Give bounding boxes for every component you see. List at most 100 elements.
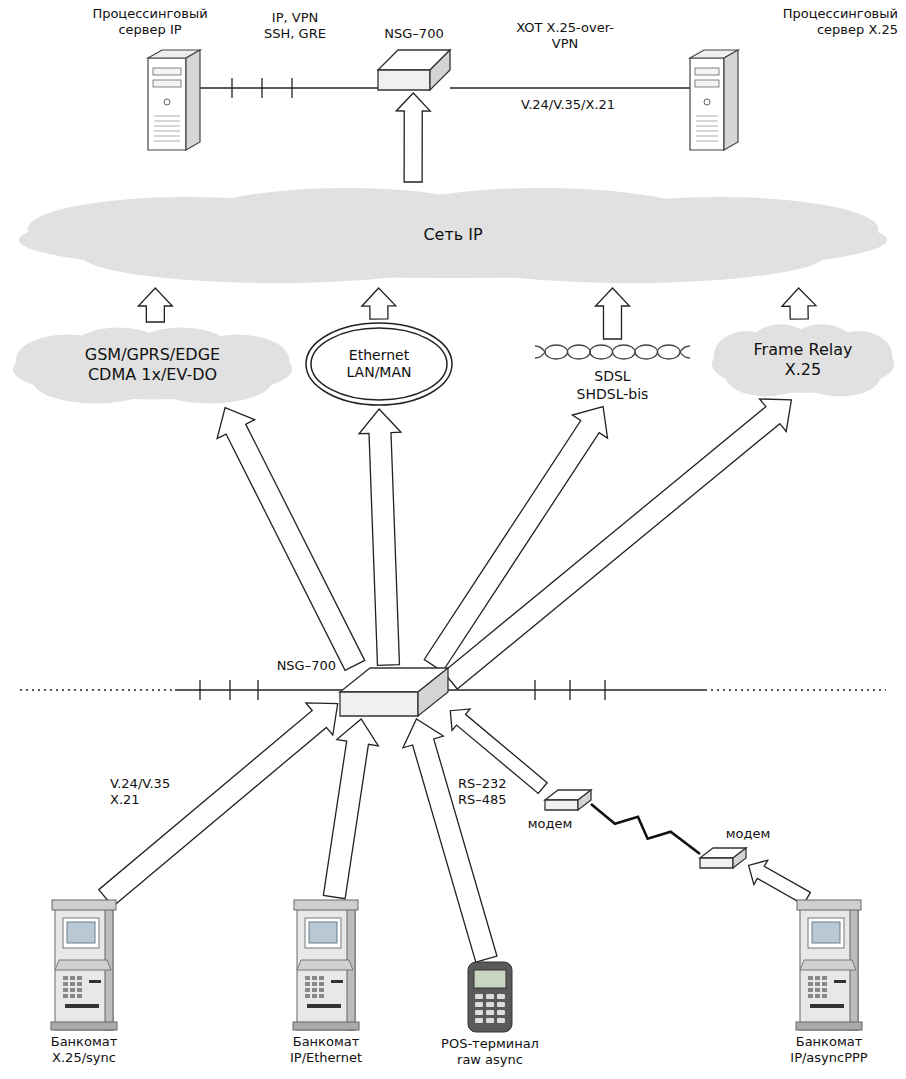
- box-front: [378, 70, 430, 90]
- link-label: XOT X.25-over-VPN: [516, 20, 614, 53]
- drive-bay: [695, 68, 719, 75]
- pos-key: [486, 1018, 494, 1023]
- twisted-pair-loop: [590, 345, 613, 359]
- atm-key: [808, 988, 813, 992]
- vent-slot: [154, 121, 180, 122]
- atm-cash-slot: [65, 1004, 99, 1008]
- server-icon: [148, 50, 200, 150]
- box-side: [430, 50, 450, 90]
- power-button: [164, 99, 170, 105]
- node-label: POS-терминал raw async: [439, 1036, 541, 1069]
- drive-bay: [153, 68, 181, 75]
- node-label: Банкомат IP/Ethernet: [288, 1034, 365, 1067]
- link-label: RS–232 RS–485: [458, 776, 511, 809]
- ellipse-inner: [311, 328, 447, 400]
- node-label: NSG–700: [382, 26, 446, 42]
- atm-base: [293, 1022, 359, 1030]
- atm-card-slot: [89, 980, 101, 983]
- block-arrow: [362, 288, 396, 319]
- network-device: NSG–700: [340, 668, 448, 716]
- server-icon: Процессинговый сервер IP: [148, 50, 200, 150]
- pos-key: [497, 1010, 505, 1015]
- twisted-pair-loop: [545, 345, 568, 359]
- atm-screen: [812, 922, 840, 943]
- block-arrow: [749, 860, 811, 904]
- box-front: [340, 692, 418, 716]
- drive-bay: [695, 80, 719, 87]
- atm-key: [822, 994, 827, 998]
- atm-icon: Банкомат IP/asyncPPP: [790, 900, 868, 1030]
- network-device: [545, 790, 591, 810]
- pos-screen: [474, 970, 506, 988]
- block-arrow: [138, 288, 172, 322]
- atm-key: [822, 976, 827, 980]
- bus-tick: [534, 680, 535, 700]
- bus-tick: [229, 680, 230, 700]
- box-side: [578, 790, 591, 810]
- atm-key: [815, 976, 820, 980]
- atm-key: [305, 988, 310, 992]
- atm-cash-slot: [307, 1004, 341, 1008]
- vent-slot: [696, 121, 718, 122]
- vent-slot: [154, 141, 180, 142]
- twisted-pair-end: [535, 346, 545, 358]
- atm-bezel: [305, 918, 341, 948]
- network-cloud: GSM/GPRS/EDGE CDMA 1x/EV-DO: [10, 325, 295, 405]
- box-side: [418, 668, 448, 716]
- ellipse-outer: [306, 323, 452, 405]
- atm-key: [70, 982, 75, 986]
- dialup-link: [591, 804, 700, 854]
- atm-key: [319, 994, 324, 998]
- vent-slot: [154, 131, 180, 132]
- box-front: [545, 800, 578, 810]
- node-label: Банкомат IP/asyncPPP: [788, 1034, 870, 1067]
- pos-key: [497, 1002, 505, 1007]
- atm-base: [51, 1022, 117, 1030]
- lan-ellipse: Ethernet LAN/MAN: [305, 322, 453, 406]
- atm-body: [297, 906, 355, 1030]
- atm-base: [796, 1022, 862, 1030]
- atm-cash-slot: [810, 1004, 844, 1008]
- atm-key: [815, 994, 820, 998]
- twisted-pair-loop: [613, 345, 636, 359]
- vent-slot: [154, 126, 180, 127]
- network-device: модем: [700, 848, 746, 868]
- atm-key: [312, 994, 317, 998]
- atm-card-slot: [331, 980, 343, 983]
- atm-icon: [287, 900, 365, 1030]
- atm-key: [815, 988, 820, 992]
- atm-key: [305, 976, 310, 980]
- node-label: модем: [526, 816, 575, 832]
- server-icon: [690, 50, 738, 150]
- pos-key: [486, 994, 494, 999]
- pos-key: [486, 1002, 494, 1007]
- dsl-line: SDSL SHDSL-bis: [535, 342, 690, 404]
- vent-slot: [696, 141, 718, 142]
- pos-key: [475, 1010, 483, 1015]
- cloud-lobe: [81, 227, 471, 283]
- network-device: модем: [545, 790, 591, 810]
- atm-key: [63, 976, 68, 980]
- block-arrow: [323, 719, 378, 899]
- box-front: [700, 858, 733, 868]
- node-label: Сеть IP: [421, 225, 485, 245]
- atm-body: [800, 906, 858, 1030]
- node-label: Frame Relay X.25: [752, 340, 855, 380]
- server-front: [148, 58, 186, 150]
- bus-tick: [604, 680, 605, 700]
- node-label: Ethernet LAN/MAN: [344, 347, 414, 382]
- pos-terminal-icon: [462, 962, 518, 1032]
- interface-label: V.24/V.35/X.21: [519, 97, 618, 113]
- pos-key: [486, 1010, 494, 1015]
- server-side: [724, 50, 738, 150]
- atm-key: [70, 988, 75, 992]
- network-cloud: Сеть IP: [10, 185, 896, 285]
- atm-key: [312, 976, 317, 980]
- atm-key: [77, 988, 82, 992]
- atm-key: [70, 994, 75, 998]
- link-line: [450, 87, 690, 89]
- network-cloud: Frame Relay X.25: [710, 322, 896, 398]
- bus-tick: [569, 680, 570, 700]
